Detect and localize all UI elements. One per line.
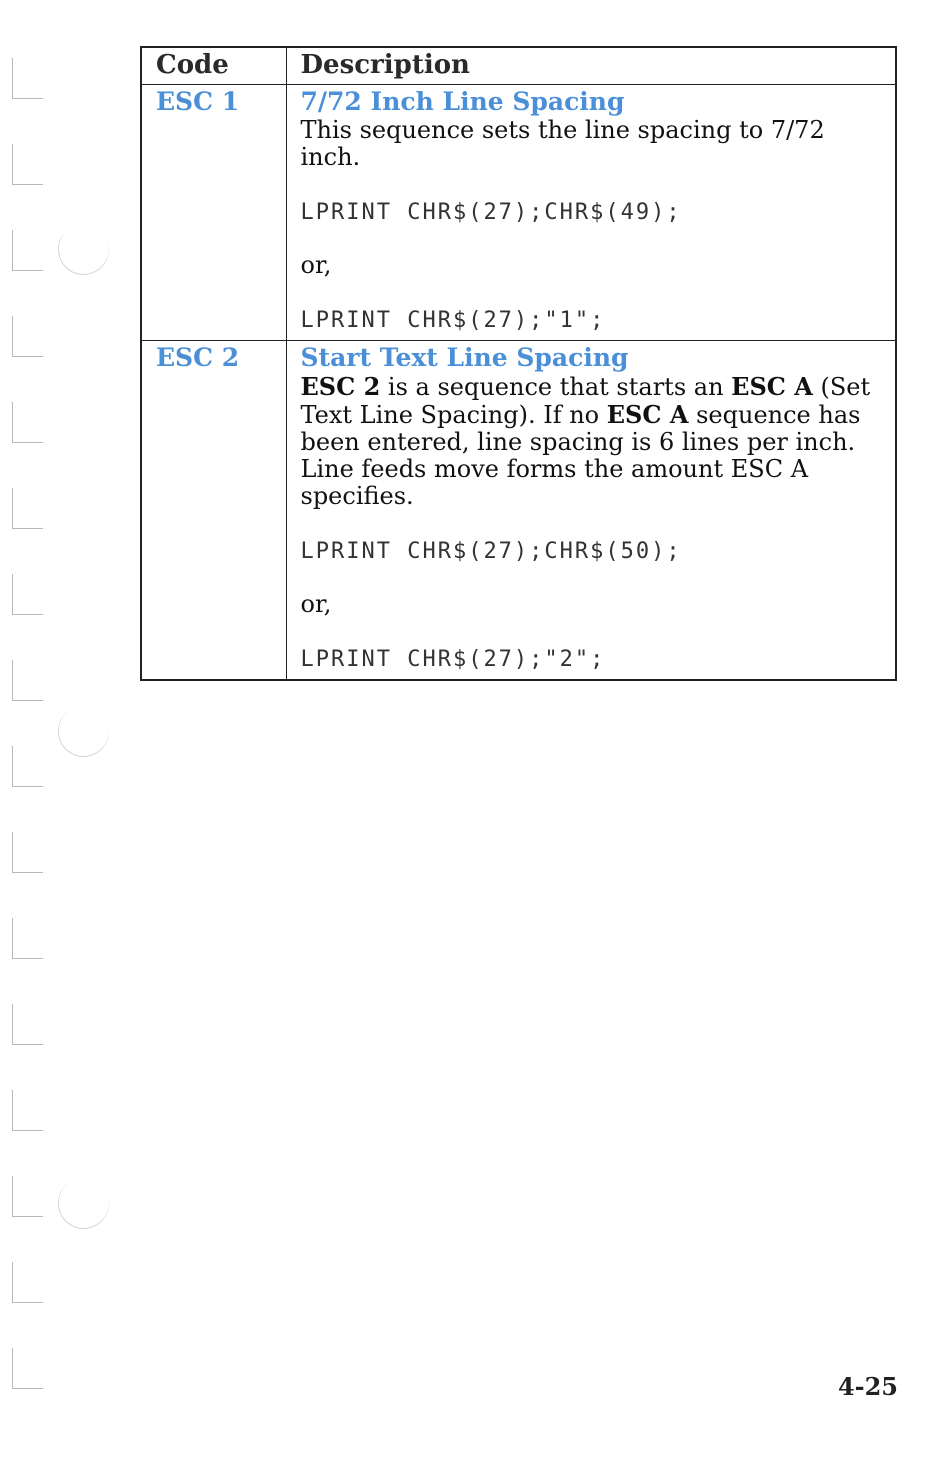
description-title: Start Text Line Spacing bbox=[300, 343, 629, 372]
code-example: LPRINT CHR$(27);CHR$(49); bbox=[300, 200, 682, 225]
binder-margin bbox=[10, 58, 117, 1398]
text-span: is a sequence that starts an bbox=[380, 373, 732, 401]
escape-code-table: Code Description ESC 1 7/72 Inch Line Sp… bbox=[140, 46, 897, 681]
page-number: 4-25 bbox=[837, 1372, 898, 1401]
binder-hole-mark bbox=[12, 1004, 43, 1045]
binder-ring-mark bbox=[50, 1170, 117, 1237]
or-separator: or, bbox=[300, 590, 332, 618]
binder-hole-mark bbox=[12, 574, 43, 615]
binder-hole-mark bbox=[12, 230, 43, 271]
binder-hole-mark bbox=[12, 488, 43, 529]
code-example: LPRINT CHR$(27);"1"; bbox=[300, 308, 606, 333]
header-code: Code bbox=[140, 46, 287, 85]
binder-hole-mark bbox=[12, 918, 43, 959]
binder-ring-mark bbox=[50, 216, 117, 283]
header-description: Description bbox=[285, 46, 897, 85]
table-row: ESC 2 Start Text Line Spacing ESC 2 is a… bbox=[140, 340, 897, 681]
binder-hole-mark bbox=[12, 746, 43, 787]
binder-hole-mark bbox=[12, 402, 43, 443]
binder-hole-mark bbox=[12, 1090, 43, 1131]
bold-term: ESC A bbox=[731, 372, 813, 401]
or-separator: or, bbox=[300, 251, 332, 279]
text-span: sequence has been entered, line spacing … bbox=[300, 401, 861, 510]
description-cell: Start Text Line Spacing ESC 2 is a seque… bbox=[285, 340, 897, 681]
code-example: LPRINT CHR$(27);"2"; bbox=[300, 647, 606, 672]
binder-hole-mark bbox=[12, 1262, 43, 1303]
binder-hole-mark bbox=[12, 144, 43, 185]
bold-term: ESC A bbox=[606, 400, 689, 429]
code-example: LPRINT CHR$(27);CHR$(50); bbox=[300, 539, 682, 564]
table-row: ESC 1 7/72 Inch Line Spacing This sequen… bbox=[140, 84, 897, 341]
binder-hole-mark bbox=[12, 316, 43, 357]
bold-term: ESC 2 bbox=[300, 372, 381, 401]
code-cell: ESC 1 bbox=[140, 84, 287, 341]
text-span: (Set Text Line Spacing). If no bbox=[300, 373, 871, 429]
binder-hole-mark bbox=[12, 832, 43, 873]
description-text: This sequence sets the line spacing to 7… bbox=[300, 116, 825, 171]
description-cell: 7/72 Inch Line Spacing This sequence set… bbox=[285, 84, 897, 341]
binder-hole-mark bbox=[12, 660, 43, 701]
table-header-row: Code Description bbox=[140, 46, 897, 85]
binder-ring-mark bbox=[50, 698, 117, 765]
description-title: 7/72 Inch Line Spacing bbox=[300, 87, 625, 116]
description-text: ESC 2 is a sequence that starts an ESC A… bbox=[301, 373, 882, 510]
binder-hole-mark bbox=[12, 1176, 43, 1217]
code-cell: ESC 2 bbox=[140, 340, 287, 681]
binder-hole-mark bbox=[12, 1348, 43, 1389]
binder-hole-mark bbox=[12, 58, 43, 99]
